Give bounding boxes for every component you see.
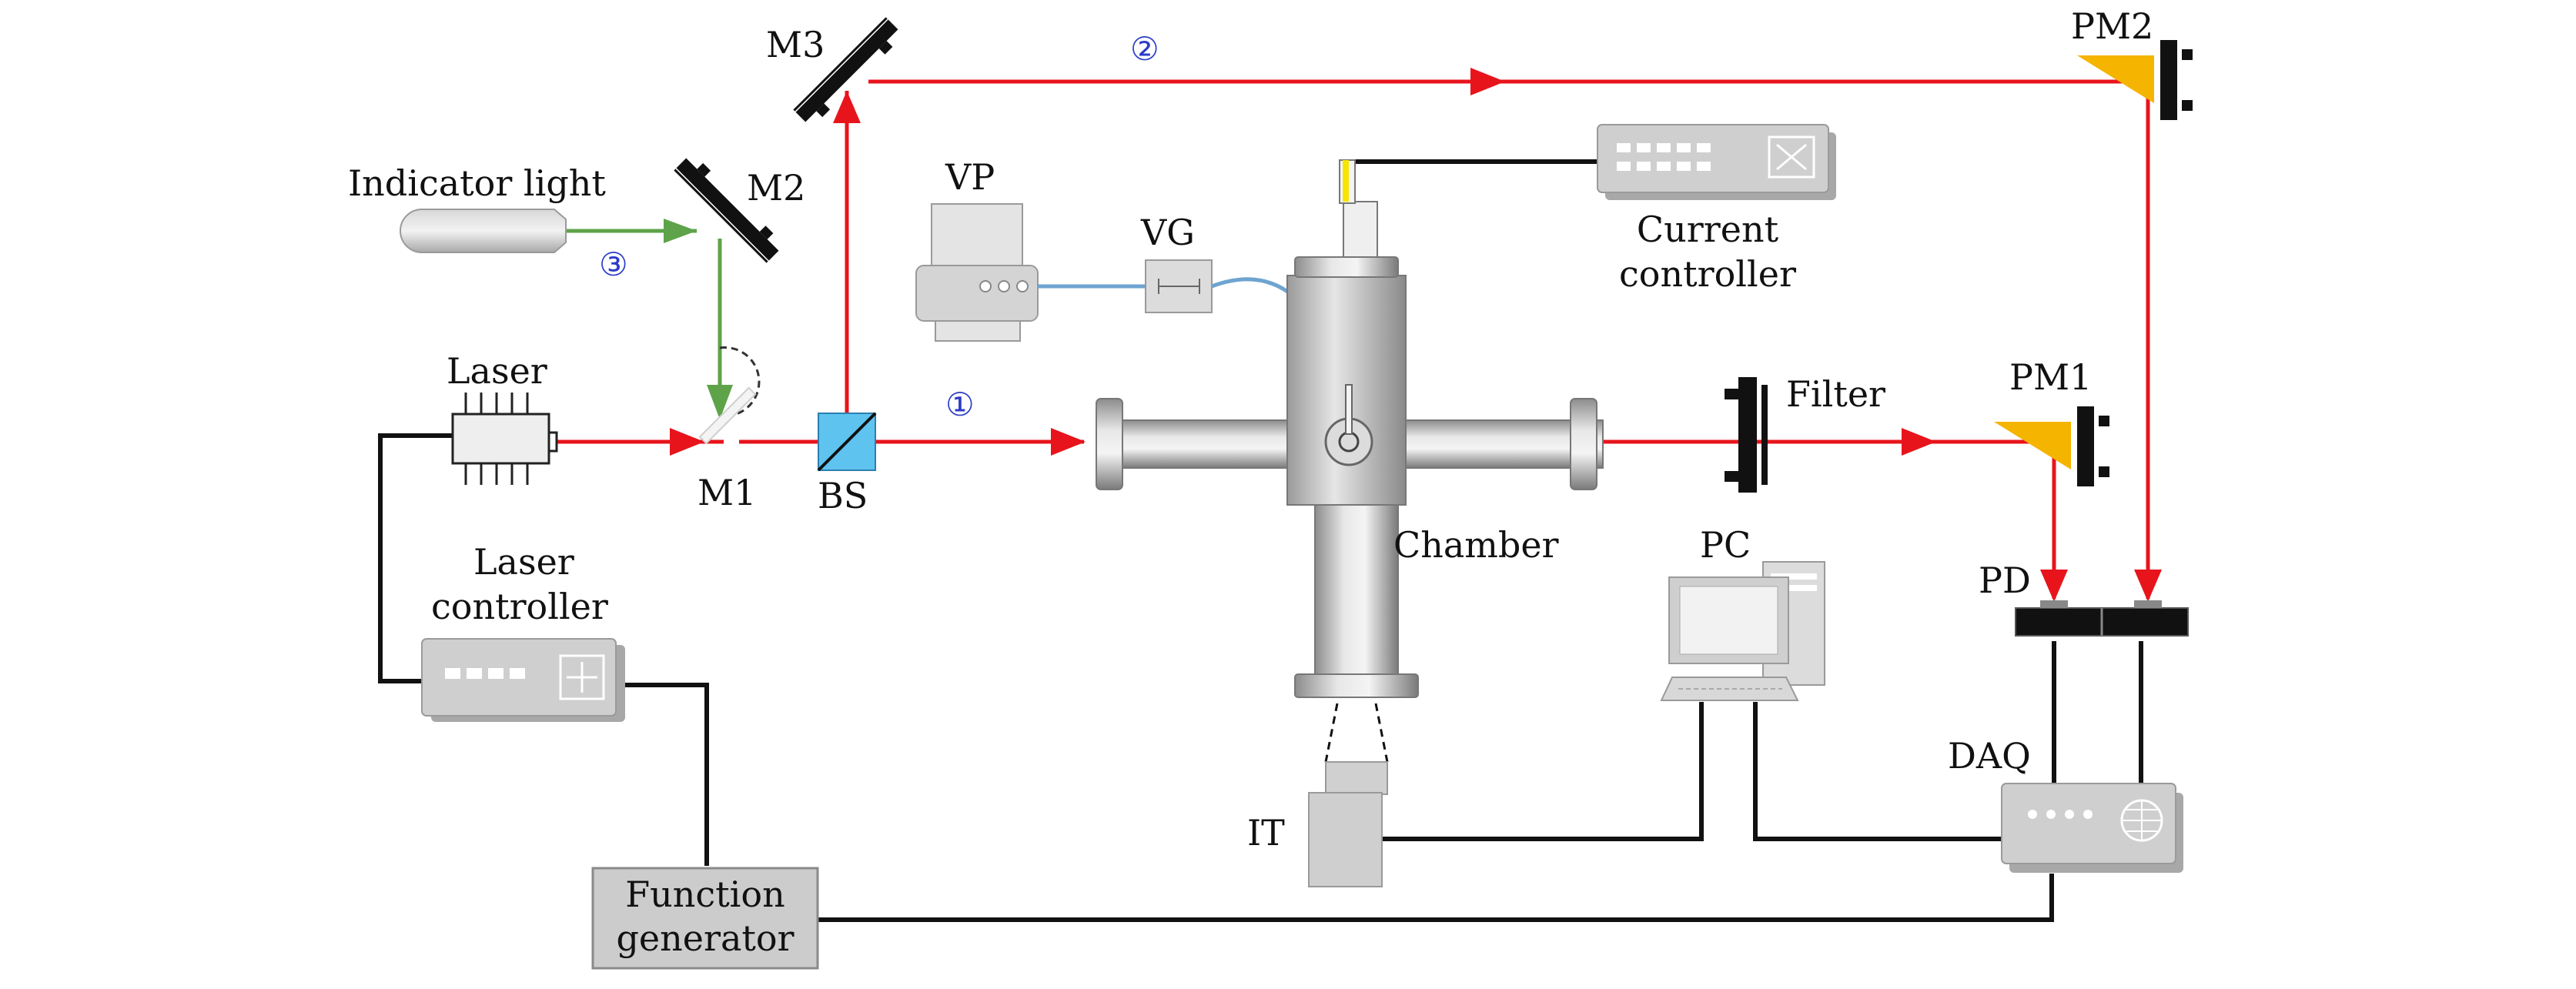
arrow-indicator-to-m1 xyxy=(707,385,733,419)
power-meter-pm1 xyxy=(1994,406,2109,486)
arrow-to-m3 xyxy=(833,91,861,123)
power-meter-pm2 xyxy=(2077,40,2193,120)
current-controller xyxy=(1597,124,1836,200)
wire-pc-daq xyxy=(1753,702,2002,841)
label-function-generator-line1: Function xyxy=(625,874,785,915)
marker-beam-1: ① xyxy=(945,386,975,423)
label-m2: M2 xyxy=(747,167,805,209)
flip-mirror-rotation-arc xyxy=(719,346,761,417)
optical-filter xyxy=(1725,377,1768,493)
laser-controller xyxy=(421,638,625,722)
laser-beams xyxy=(556,79,2150,599)
label-laser: Laser xyxy=(447,350,547,392)
label-daq: DAQ xyxy=(1948,735,2031,777)
vacuum-gauge xyxy=(1145,259,1213,313)
arrow-to-pd-right xyxy=(2134,570,2162,602)
arrow-to-pd-left xyxy=(2040,570,2068,602)
wire-it-pc xyxy=(1382,702,1704,841)
laser-source xyxy=(451,393,558,485)
marker-beam-2: ② xyxy=(1130,30,1159,68)
arrow-to-chamber xyxy=(1051,428,1086,456)
wire-laser-controller xyxy=(378,433,454,683)
label-filter: Filter xyxy=(1786,373,1885,415)
label-laser-controller-line2: controller xyxy=(431,586,608,627)
arrow-to-pm1 xyxy=(1902,428,1936,456)
function-generator xyxy=(591,867,819,970)
mirror-m1 xyxy=(698,386,757,445)
photodetectors xyxy=(2015,600,2189,637)
arrow-to-pm2 xyxy=(1470,68,1505,95)
arrow-to-m1 xyxy=(670,428,704,456)
label-m1: M1 xyxy=(698,472,756,513)
marker-beam-3: ③ xyxy=(599,246,628,283)
label-indicator-light: Indicator light xyxy=(348,162,606,204)
wire-generator-daq xyxy=(818,874,2054,922)
label-vp: VP xyxy=(945,156,995,198)
label-it: IT xyxy=(1247,812,1285,854)
label-m3: M3 xyxy=(766,24,825,65)
vacuum-chamber xyxy=(1096,159,1604,698)
label-laser-controller-line1: Laser xyxy=(473,541,574,583)
mirror-m3 xyxy=(793,17,898,122)
label-function-generator-line2: generator xyxy=(616,917,794,959)
label-current-controller-line2: controller xyxy=(1619,253,1796,295)
indicator-beam xyxy=(554,219,733,419)
beam-splitter xyxy=(817,412,877,472)
label-vg: VG xyxy=(1140,212,1195,253)
imaging-camera xyxy=(1308,703,1389,887)
label-current-controller-line1: Current xyxy=(1637,209,1779,250)
wire-controller-generator xyxy=(624,683,709,866)
computer xyxy=(1660,561,1825,701)
component-labels: Indicator light M1 M2 M3 BS Laser Laser … xyxy=(348,5,2153,959)
label-bs: BS xyxy=(818,475,868,516)
beam-path-markers: ① ② ③ xyxy=(599,30,1159,423)
label-chamber: Chamber xyxy=(1393,524,1559,566)
beam-arrows xyxy=(670,68,2162,602)
vacuum-pump xyxy=(915,203,1039,342)
label-pc: PC xyxy=(1700,524,1751,566)
indicator-light-source xyxy=(400,209,567,253)
electrical-wiring xyxy=(378,159,2143,922)
mirror-m2 xyxy=(674,158,779,263)
label-pm1: PM1 xyxy=(2009,356,2092,398)
data-acquisition xyxy=(2001,783,2183,873)
label-pm2: PM2 xyxy=(2071,5,2153,47)
label-pd: PD xyxy=(1979,560,2031,601)
arrow-indicator-to-m2 xyxy=(664,219,697,243)
